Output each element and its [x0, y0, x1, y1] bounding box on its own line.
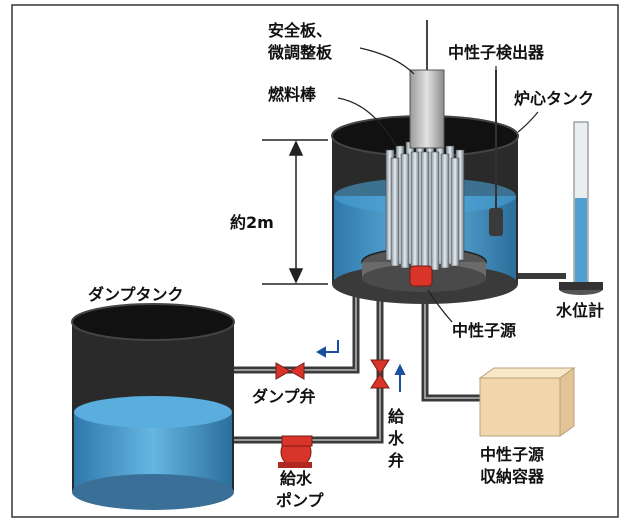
frame-border — [11, 4, 619, 518]
feed-pump-label-1: 給水 — [280, 469, 313, 488]
safety-plate-label: 安全板、 — [268, 21, 333, 40]
fuel-rod-label: 燃料棒 — [268, 85, 317, 104]
fuel-rods — [385, 141, 465, 271]
feed-valve-char-3: 弁 — [388, 451, 405, 470]
safety-plate — [409, 20, 445, 149]
dump-valve — [275, 362, 305, 380]
dump-tank — [71, 303, 235, 510]
neutron-source-label: 中性子源 — [452, 321, 517, 340]
dump-tank-label: ダンプタンク — [88, 285, 184, 304]
neutron-detector — [489, 70, 503, 236]
feed-valve-char-2: 水 — [388, 429, 405, 448]
water-gauge-label: 水位計 — [556, 301, 605, 320]
storage-label-1: 中性子源 — [480, 445, 545, 464]
leader-lines — [337, 47, 539, 323]
feed-pump-label-2: ポンプ — [276, 491, 324, 510]
height-label: 約2m — [230, 213, 274, 232]
adjust-plate-label: 微調整板 — [268, 43, 333, 62]
flow-arrows — [315, 340, 406, 392]
dump-valve-label: ダンプ弁 — [252, 387, 316, 406]
core-tank-label: 炉心タンク — [514, 89, 595, 108]
storage-box — [478, 367, 576, 437]
height-arrow — [262, 139, 328, 285]
storage-label-2: 収納容器 — [480, 467, 545, 486]
neutron-detector-label: 中性子検出器 — [448, 43, 545, 62]
feed-valve — [370, 359, 390, 389]
feed-pump — [278, 435, 313, 468]
water-gauge — [518, 121, 603, 295]
feed-valve-char-1: 給 — [388, 407, 405, 426]
neutron-source — [409, 265, 433, 287]
